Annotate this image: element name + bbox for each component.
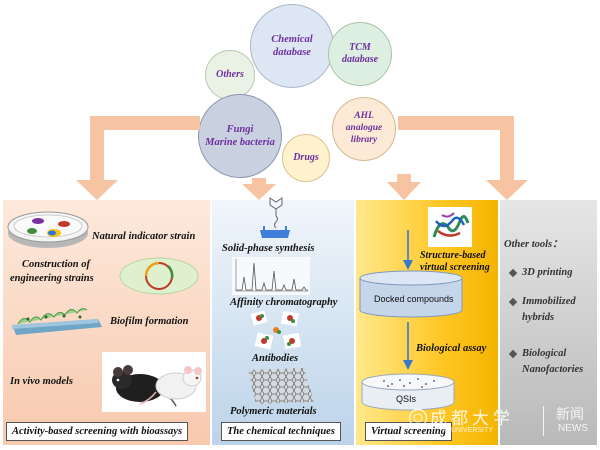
center-right-arrow-head: [387, 182, 421, 200]
flow-arrow-bottom: [403, 322, 413, 370]
tcm-label-line1: TCM: [349, 41, 371, 53]
qsis-label: QSIs: [396, 394, 417, 404]
bullet-diamond-icon: [508, 297, 518, 306]
fungi-label-line2: Marine bacteria: [205, 137, 275, 148]
others-label: Others: [216, 68, 244, 80]
affinity-chromatography-label: Affinity chromatography: [230, 297, 338, 308]
ahl-label-line1: AHL: [354, 111, 374, 122]
biological-assay-label: Biological assay: [416, 343, 487, 354]
bioassays-footer: Activity-based screening with bioassays: [6, 422, 189, 441]
construction-label-line2: engineering strains: [10, 273, 94, 284]
chemical-techniques-footer: The chemical techniques: [221, 422, 341, 441]
flow-arrow-top: [403, 230, 413, 270]
plasmid-illustration: [119, 257, 199, 295]
bullet-diamond-icon: [508, 268, 518, 277]
construction-label-line1: Construction of: [22, 259, 90, 270]
chemical-label-line1: Chemical: [271, 33, 313, 45]
solid-phase-illustration: [260, 197, 290, 238]
watermark-news-en: NEWS: [558, 423, 588, 434]
chemical-label-line2: database: [273, 47, 311, 58]
right-arrow-head: [486, 180, 528, 200]
qsis-dish-illustration: [361, 373, 455, 411]
fungi-label-line1: Fungi: [226, 123, 254, 135]
biofilm-illustration: [12, 308, 102, 335]
bubble-tcm-database: TCM database: [328, 22, 392, 86]
bubble-ahl-analogue-library: AHL analogue library: [332, 97, 396, 161]
tool-immobilized-label-line2: hybrids: [522, 311, 555, 323]
polymeric-materials-label: Polymeric materials: [230, 406, 317, 417]
biofilm-formation-label: Biofilm formation: [110, 316, 189, 327]
solid-phase-synthesis-label: Solid-phase synthesis: [222, 243, 315, 254]
watermark-seal-icon: [408, 408, 428, 428]
other-tools-title: Other tools：: [504, 239, 563, 250]
bubble-drugs: Drugs: [282, 134, 330, 182]
right-arrow-bar: [398, 116, 514, 182]
bubble-chemical-database: Chemical database: [250, 4, 334, 88]
antibodies-illustration: [250, 310, 302, 350]
structure-based-label-line1: Structure-based: [420, 250, 486, 261]
watermark-divider: [543, 406, 544, 436]
watermark: 成都大学 U UNIVERSITY 新闻 NEWS: [404, 402, 594, 444]
tool-3d-printing-label: 3D printing: [522, 267, 573, 278]
drugs-label: Drugs: [293, 151, 319, 163]
bubble-fungi-marine-bacteria: Fungi Marine bacteria: [198, 94, 282, 178]
tool-3d-printing: 3D printing: [508, 265, 573, 281]
docked-compounds-cylinder: [359, 270, 463, 318]
tool-biological-label-line1: Biological: [522, 348, 567, 359]
panel-other-tools: [500, 200, 597, 445]
distribution-arrows: [76, 116, 528, 200]
chromatography-illustration: [232, 257, 310, 295]
structure-based-label-line2: virtual screening: [420, 262, 490, 273]
antibodies-label: Antibodies: [252, 353, 299, 364]
center-right-arrow-shaft: [397, 174, 411, 184]
center-left-arrow-shaft: [252, 178, 266, 186]
watermark-en-text: U UNIVERSITY: [444, 427, 494, 434]
mice-illustration: [102, 352, 206, 412]
ahl-label-line3: library: [350, 134, 378, 145]
left-arrow-bar: [90, 116, 200, 182]
tool-immobilized-hybrids: Immobilized hybrids: [508, 294, 576, 326]
docked-compounds-label: Docked compounds: [374, 294, 454, 304]
tool-immobilized-label-line1: Immobilized: [522, 296, 576, 307]
natural-indicator-strain-label: Natural indicator strain: [92, 231, 196, 242]
watermark-cn-text: 成都大学: [430, 409, 514, 429]
tcm-label-line2: database: [341, 54, 379, 65]
in-vivo-models-label: In vivo models: [10, 376, 73, 387]
polymeric-illustration: [248, 368, 314, 404]
watermark-news-cn: 新闻: [556, 407, 584, 423]
protein-structure-illustration: [428, 207, 472, 247]
virtual-screening-footer: Virtual screening: [365, 422, 452, 441]
bullet-diamond-icon: [508, 349, 518, 358]
left-arrow-head: [76, 180, 118, 200]
center-left-arrow-head: [242, 184, 276, 200]
petri-dish-illustration: [7, 211, 89, 248]
tool-biological-nanofactories: Biological Nanofactories: [508, 346, 584, 378]
ahl-label-line2: analogue: [345, 123, 383, 134]
tool-biological-label-line2: Nanofactories: [522, 363, 584, 375]
